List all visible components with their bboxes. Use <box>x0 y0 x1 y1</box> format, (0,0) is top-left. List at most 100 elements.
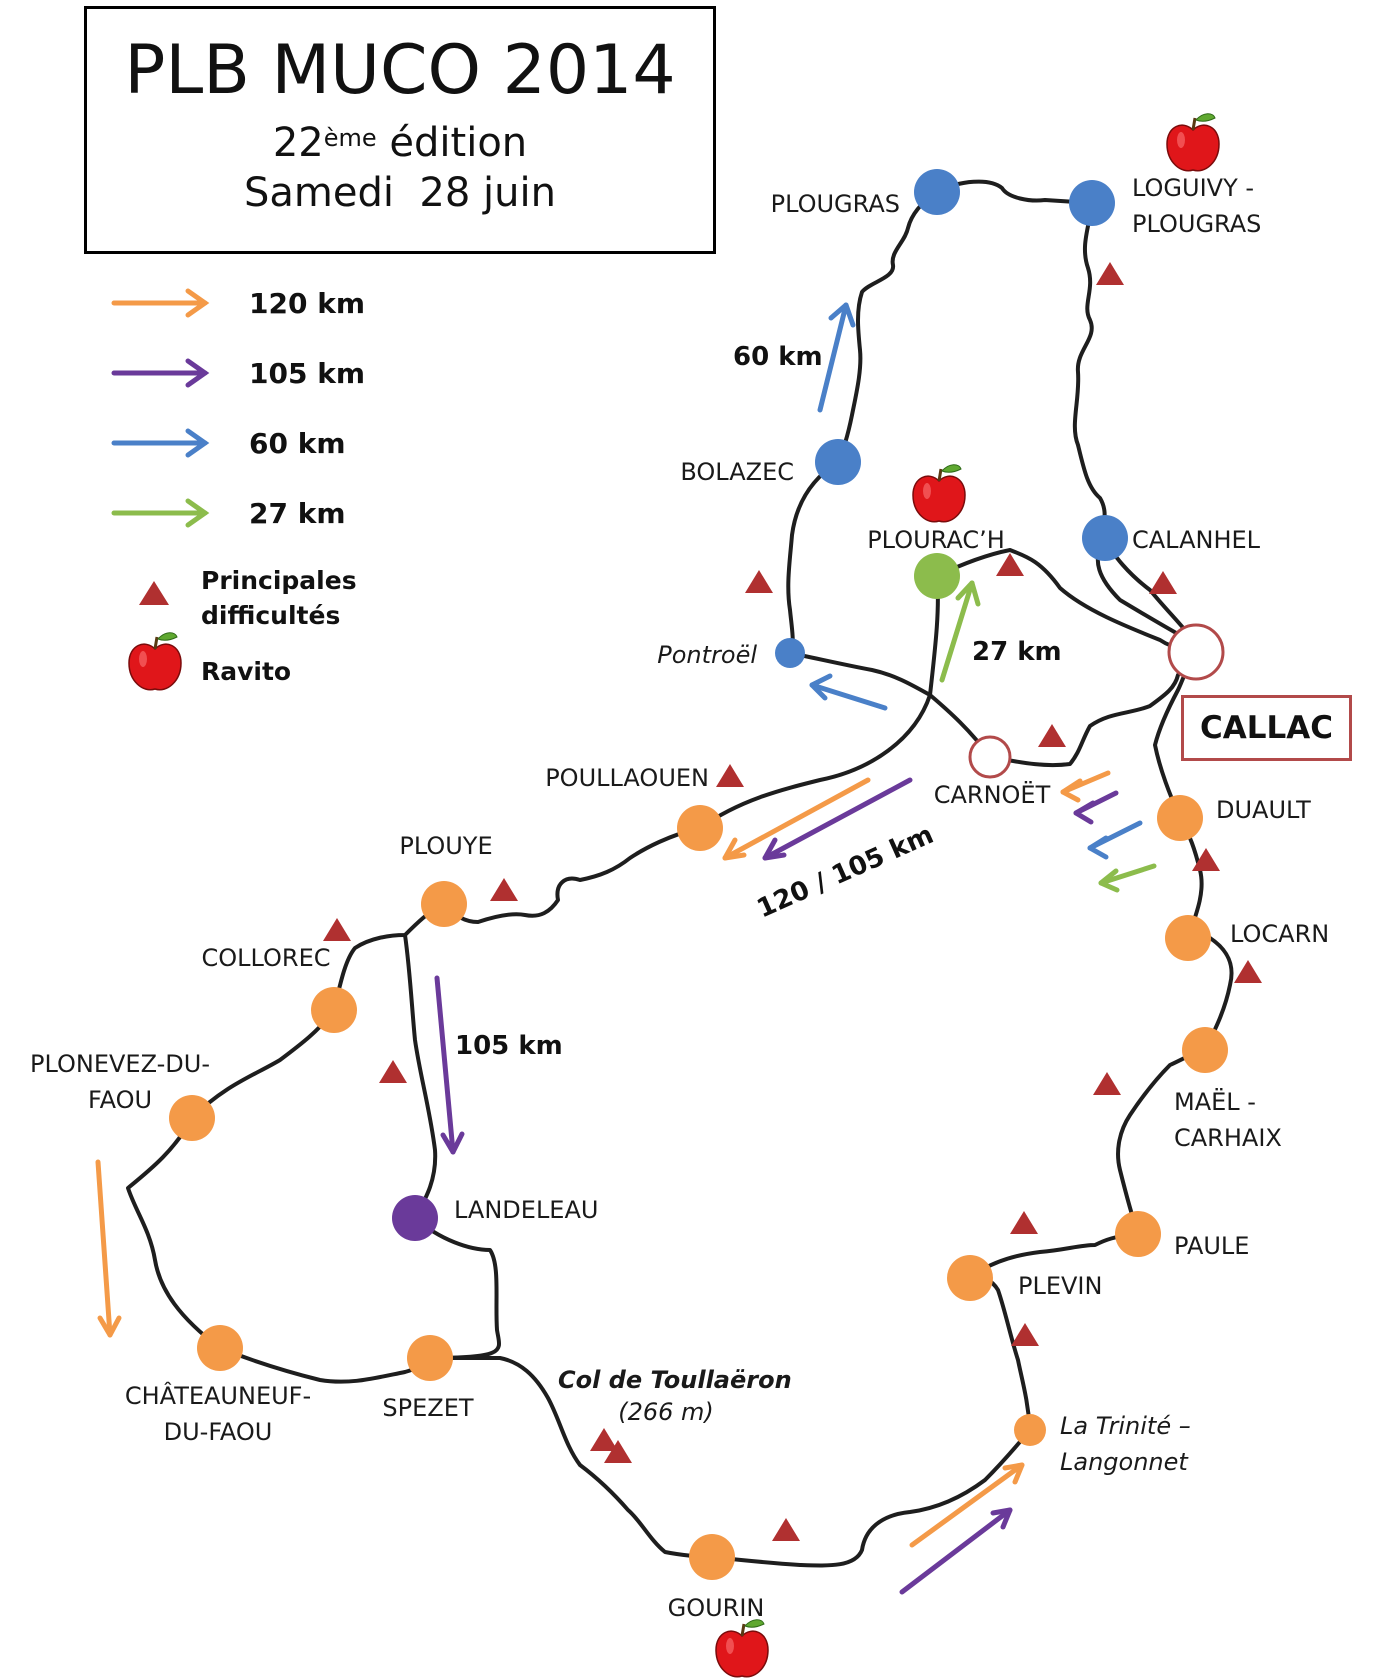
road-junction-poullaouen <box>698 693 932 830</box>
place-marker-paule <box>1115 1211 1161 1257</box>
legend-item-27km: 27 km <box>111 497 346 530</box>
legend-difficulty-label: Principales difficultés <box>201 566 365 630</box>
difficulty-triangle <box>772 1518 800 1541</box>
title-box: PLB MUCO 2014 22ème édition Samedi 28 ju… <box>84 6 716 254</box>
apple-icon <box>714 1618 770 1679</box>
difficulty-triangle <box>323 918 351 941</box>
title-main: PLB MUCO 2014 <box>124 31 676 110</box>
arrow-purple-trinite <box>899 1507 1013 1595</box>
place-markers <box>169 169 1228 1580</box>
difficulty-triangle <box>1010 1211 1038 1234</box>
place-label-carnoet: CARNOËT <box>934 780 1051 809</box>
arrow-60km-west <box>809 673 888 711</box>
legend-apple-icon <box>127 631 183 692</box>
legend-arrow-120km <box>111 288 210 318</box>
difficulty-triangle <box>1011 1323 1039 1346</box>
difficulty-markers <box>323 262 1262 1541</box>
difficulty-triangle <box>490 878 518 901</box>
arrow-purple-poullaouen <box>762 777 913 861</box>
legend-item-120km: 120 km <box>111 287 365 320</box>
legend-label-60km: 60 km <box>249 427 346 460</box>
place-marker-pontroel <box>775 638 805 668</box>
legend-arrow-105km <box>111 358 210 388</box>
road-spezet-gourin <box>428 1356 714 1559</box>
place-label-spezet: SPEZET <box>382 1394 473 1422</box>
legend-item-105km: 105 km <box>111 357 365 390</box>
road-plougras-bolazec <box>836 190 939 464</box>
difficulty-triangle <box>604 1440 632 1463</box>
road-north-loop <box>935 179 1198 646</box>
place-marker-locarn <box>1165 915 1211 961</box>
arrow-orange-trinite <box>909 1462 1025 1548</box>
place-marker-mael <box>1182 1027 1228 1073</box>
place-label-calanhel: CALANHEL <box>1132 526 1261 554</box>
place-label-duault: DUAULT <box>1216 796 1311 824</box>
difficulty-triangle <box>379 1060 407 1083</box>
edition-suffix: ème <box>323 124 377 152</box>
place-label-locarn: LOCARN <box>1230 920 1329 948</box>
place-label-plouye: PLOUYE <box>399 832 492 860</box>
road-poullaouen-plouye <box>442 826 702 924</box>
difficulty-triangle <box>745 570 773 593</box>
legend-item-60km: 60 km <box>111 427 346 460</box>
place-marker-duault <box>1157 795 1203 841</box>
road-pontroel-junction <box>788 651 932 697</box>
place-marker-collorec <box>311 987 357 1033</box>
road-plevin-paule <box>968 1232 1140 1280</box>
difficulty-triangle <box>716 764 744 787</box>
edition-word: édition <box>389 120 528 166</box>
arrow-105km-south <box>434 975 465 1155</box>
apple-icon <box>911 463 967 524</box>
direction-arrows <box>95 302 1157 1595</box>
place-label-trinite: La Trinité –Langonnet <box>1060 1412 1191 1476</box>
arrow-orange-carnoet <box>1060 770 1111 803</box>
apple-icon <box>1165 112 1221 173</box>
place-marker-chateauneuf <box>197 1325 243 1371</box>
distance-label-105km: 105 km <box>455 1031 563 1061</box>
place-marker-loguivy <box>1069 180 1115 226</box>
col-altitude: (266 m) <box>618 1398 714 1426</box>
legend-label-120km: 120 km <box>249 287 365 320</box>
arrow-27km-north <box>939 580 981 683</box>
place-label-pontroel: Pontroël <box>657 641 757 669</box>
legend-label-27km: 27 km <box>249 497 346 530</box>
place-marker-poullaouen <box>677 805 723 851</box>
edition-number: 22 <box>272 120 324 166</box>
place-label-plonevez: PLONEVEZ-DU-FAOU <box>30 1050 210 1114</box>
title-date: Samedi 28 juin <box>244 170 556 216</box>
road-carnoet-callac <box>988 673 1180 768</box>
distance-label-120-105km: 120 / 105 km <box>753 820 938 925</box>
col-name: Col de Toullaëron <box>558 1366 792 1394</box>
difficulty-triangle <box>1192 848 1220 871</box>
legend-label-105km: 105 km <box>249 357 365 390</box>
place-marker-plourach <box>914 553 960 599</box>
legend-arrow-60km <box>111 428 210 458</box>
place-label-loguivy: LOGUIVY -PLOUGRAS <box>1132 174 1261 238</box>
arrow-60km-north <box>817 302 856 413</box>
place-marker-spezet <box>407 1335 453 1381</box>
callac-label: CALLAC <box>1181 695 1352 761</box>
place-label-mael: MAËL -CARHAIX <box>1174 1087 1282 1152</box>
place-label-bolazec: BOLAZEC <box>680 458 794 486</box>
arrow-blue-carnoet <box>1087 820 1143 860</box>
place-marker-gourin <box>689 1534 735 1580</box>
difficulty-triangle <box>996 553 1024 576</box>
arrow-green-carnoet <box>1098 863 1157 893</box>
road-collorec-plonevez <box>190 1008 336 1120</box>
place-label-paule: PAULE <box>1174 1232 1249 1260</box>
place-label-gourin: GOURIN <box>668 1594 765 1622</box>
place-label-landeleau: LANDELEAU <box>454 1196 598 1224</box>
legend-arrow-27km <box>111 498 210 528</box>
place-labels: PLOUGRAS LOGUIVY -PLOUGRAS BOLAZEC Pontr… <box>30 174 1329 1622</box>
arrow-orange-poullaouen <box>722 777 871 861</box>
arrow-120km-south <box>95 1159 122 1338</box>
place-label-plourach: PLOURAC’H <box>867 526 1005 554</box>
road-chateauneuf-spezet <box>218 1346 432 1384</box>
distance-label-27km: 27 km <box>972 637 1062 667</box>
place-marker-plougras <box>914 169 960 215</box>
place-marker-callac <box>1167 623 1225 681</box>
road-gourin-trinite <box>710 1428 1032 1568</box>
legend-ravito-label: Ravito <box>201 657 291 686</box>
place-label-chateauneuf: CHÂTEAUNEUF-DU-FAOU <box>125 1381 311 1446</box>
